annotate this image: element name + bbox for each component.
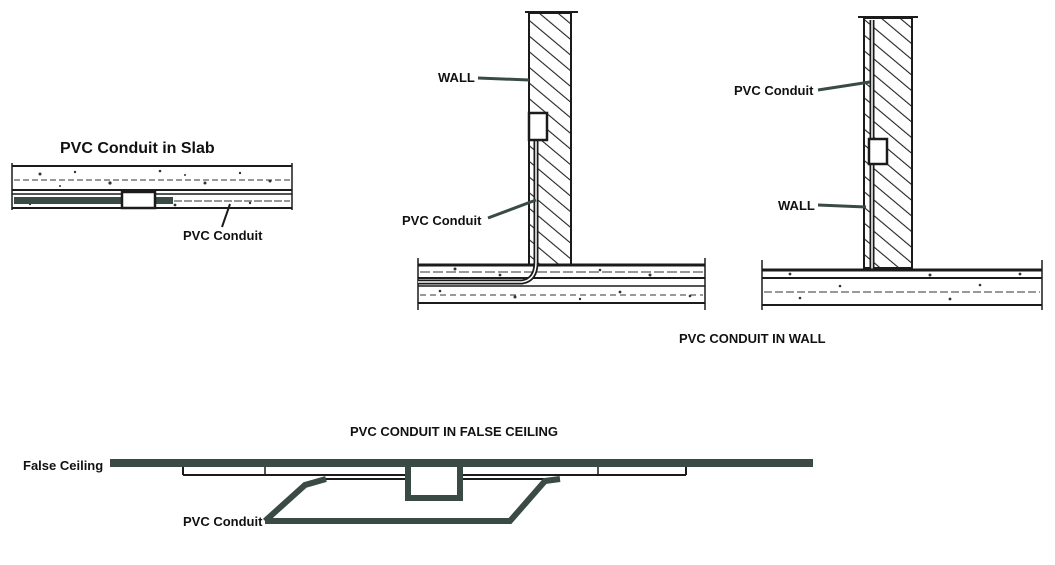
false-ceiling-caption: PVC CONDUIT IN FALSE CEILING [350,424,559,439]
wall-right-wall-label: WALL [778,198,815,213]
wall-left-conduit-label: PVC Conduit [402,213,482,228]
wall-left-wall-label: WALL [438,70,475,85]
wall-right-conduit-label: PVC Conduit [734,83,814,98]
wall-caption: PVC CONDUIT IN WALL [679,331,826,346]
false-ceiling-section [110,459,813,524]
slab-section [11,163,293,228]
false-ceiling-label: False Ceiling [23,458,104,473]
slab-title: PVC Conduit in Slab [60,140,215,157]
wall-left-section [417,11,706,310]
wall-right-section [761,16,1043,310]
slab-conduit-label: PVC Conduit [183,228,263,243]
false-ceiling-conduit-label: PVC Conduit [183,514,263,529]
